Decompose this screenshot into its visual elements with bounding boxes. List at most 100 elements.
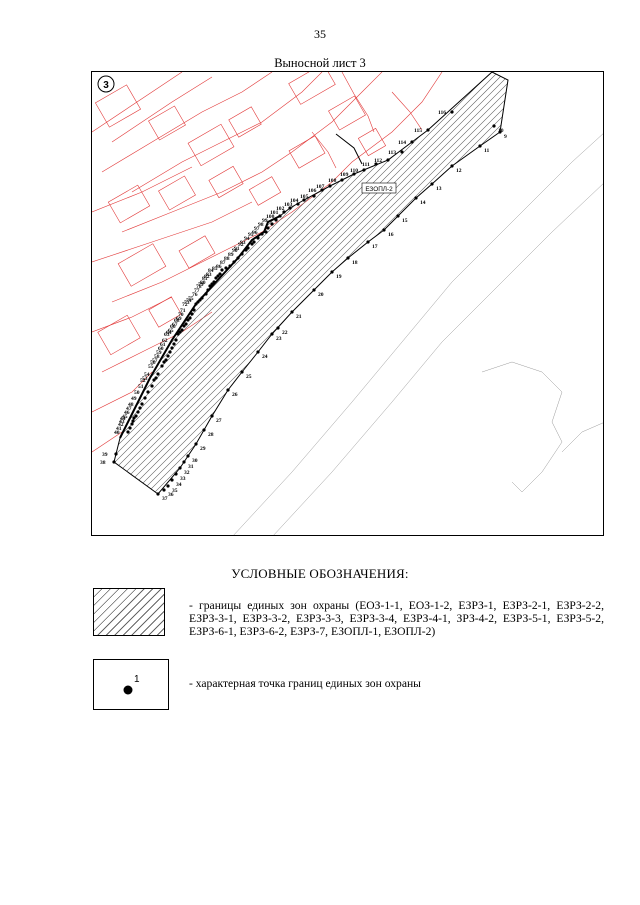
point-65-label: 65 [168, 328, 174, 334]
point-56-dot [162, 360, 166, 364]
point-76-label: 76 [192, 292, 198, 298]
point-21-label: 21 [296, 314, 302, 320]
zone-label-text: ЕЗОПЛ-2 [365, 186, 393, 193]
point-26-dot [226, 388, 230, 392]
characteristic-points [112, 110, 502, 496]
point-48-dot [140, 402, 144, 406]
point-18-label: 18 [352, 260, 358, 266]
point-95-dot [260, 232, 264, 236]
point-10-label: 10 [498, 128, 504, 134]
point-79-label: 79 [198, 282, 204, 288]
point-83-dot [218, 272, 222, 276]
point-56-label: 56 [150, 360, 156, 366]
point-54-dot [156, 372, 160, 376]
point-61-label: 61 [160, 342, 166, 348]
point-88-label: 88 [224, 256, 230, 262]
point-75-label: 75 [188, 296, 194, 302]
point-112-label: 112 [374, 158, 382, 164]
point-63-label: 63 [164, 332, 170, 338]
point-50-dot [146, 390, 150, 394]
point-51-dot [150, 384, 154, 388]
point-103-label: 103 [284, 202, 293, 208]
point-92-dot [250, 242, 254, 246]
point-111-label: 111 [362, 162, 370, 168]
point-62-dot [174, 338, 178, 342]
point-42-dot [130, 422, 134, 426]
point-113-label: 113 [388, 150, 396, 156]
point-15-dot [396, 214, 400, 218]
point-34-dot [170, 478, 174, 482]
point-9-dot [498, 130, 502, 134]
point-81-label: 81 [202, 276, 208, 282]
point-43-dot [131, 419, 135, 423]
point-36-dot [162, 488, 166, 492]
point-112-dot [386, 158, 390, 162]
point-50-label: 50 [134, 390, 140, 396]
point-72-label: 72 [182, 302, 188, 308]
point-9-label: 9 [504, 134, 507, 140]
north-segment [335, 133, 363, 165]
point-53-dot [154, 376, 158, 380]
sheet-marker-number: 3 [103, 80, 109, 91]
point-86-dot [228, 264, 232, 268]
point-60-dot [170, 346, 174, 350]
point-29-dot [194, 442, 198, 446]
legend-title: УСЛОВНЫЕ ОБОЗНАЧЕНИЯ: [231, 566, 409, 581]
point-32-label: 32 [184, 470, 190, 476]
point-109-label: 109 [340, 172, 349, 178]
point-11-dot [478, 144, 482, 148]
point-113-dot [400, 150, 404, 154]
point-73-dot [196, 300, 200, 304]
point-115-label: 115 [414, 128, 422, 134]
point-52-dot [152, 378, 156, 382]
point-40-dot [126, 430, 130, 434]
point-73-label: 73 [184, 300, 190, 306]
point-30-label: 30 [192, 458, 198, 464]
point-70-label: 70 [178, 312, 184, 318]
point-101-label: 101 [270, 210, 279, 216]
point-25-label: 25 [246, 374, 252, 380]
point-41-label: 41 [116, 426, 122, 432]
point-98-label: 98 [258, 222, 264, 228]
point-77-label: 77 [194, 288, 200, 294]
point-64-label: 64 [166, 330, 172, 336]
point-115-dot [426, 128, 430, 132]
point-17-label: 17 [372, 244, 378, 250]
point-55-label: 55 [148, 364, 154, 370]
point-89-dot [240, 252, 244, 256]
point-16-label: 16 [388, 232, 394, 238]
point-20-label: 20 [318, 292, 324, 298]
point-41-dot [128, 426, 132, 430]
point-91-dot [246, 246, 250, 250]
legend-hatch-swatch [93, 588, 165, 636]
point-107-label: 107 [316, 184, 325, 190]
point-49-dot [143, 396, 147, 400]
point-27-label: 27 [216, 418, 222, 424]
point-84-dot [220, 268, 224, 272]
point-38-label: 38 [100, 460, 106, 466]
point-60-label: 60 [158, 346, 164, 352]
point-71-dot [192, 308, 196, 312]
point-74-dot [198, 298, 202, 302]
legend-point-text: - характерная точка границ единых зон ох… [189, 677, 421, 690]
point-21-dot [290, 310, 294, 314]
point-63-dot [176, 332, 180, 336]
point-69-dot [188, 316, 192, 320]
point-25-dot [240, 370, 244, 374]
point-14-dot [414, 196, 418, 200]
point-46-dot [136, 410, 140, 414]
point-31-label: 31 [188, 464, 194, 470]
point-90-label: 90 [232, 248, 238, 254]
point-70-dot [190, 312, 194, 316]
point-82-dot [216, 274, 220, 278]
point-98-dot [270, 222, 274, 226]
point-12-label: 12 [456, 168, 462, 174]
point-110-dot [362, 168, 366, 172]
point-93-dot [252, 240, 256, 244]
legend-hatch-text: - границы единых зон охраны (ЕОЗ-1-1, ЕО… [189, 599, 604, 638]
point-24-label: 24 [262, 354, 268, 360]
point-58-dot [166, 354, 170, 358]
point-14-label: 14 [420, 200, 426, 206]
point-106-dot [320, 188, 324, 192]
